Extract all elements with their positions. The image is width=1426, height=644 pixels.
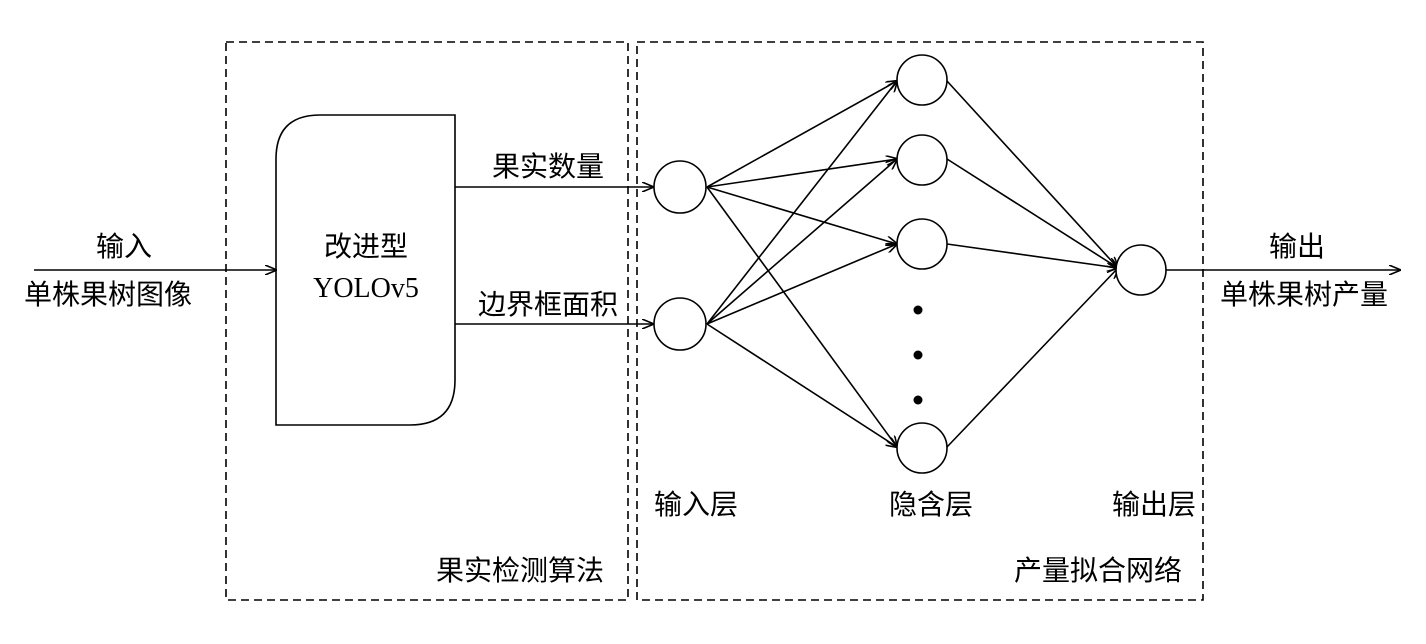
- input-subtitle: 单株果树图像: [24, 278, 192, 311]
- input-node: [653, 160, 707, 214]
- output-node: [1115, 244, 1167, 296]
- hidden-output-connections: [946, 80, 1118, 448]
- output-title: 输出: [1269, 230, 1325, 263]
- model-label-line2: YOLOv5: [313, 273, 419, 304]
- input-node: [653, 297, 707, 351]
- hidden-ellipsis: [913, 305, 923, 405]
- hidden-node: [896, 54, 948, 106]
- input-hidden-connections: [706, 81, 897, 447]
- hidden-node: [896, 218, 948, 270]
- hidden-layer-label: 隐含层: [889, 488, 973, 521]
- output-layer-label: 输出层: [1112, 488, 1196, 521]
- hidden-node: [896, 422, 948, 474]
- output-subtitle: 单株果树产量: [1220, 278, 1388, 311]
- model-label-line1: 改进型: [324, 230, 408, 263]
- model-block: [275, 114, 456, 426]
- input-layer-label: 输入层: [654, 488, 738, 521]
- detection-algorithm-box: [225, 41, 629, 601]
- yield-network-box: [636, 41, 1204, 601]
- detection-algorithm-label: 果实检测算法: [436, 554, 604, 587]
- fruit-count-label: 果实数量: [492, 150, 604, 183]
- bbox-area-label: 边界框面积: [478, 288, 618, 321]
- input-title: 输入: [96, 230, 152, 263]
- hidden-node: [896, 134, 948, 186]
- yield-network-label: 产量拟合网络: [1014, 554, 1182, 587]
